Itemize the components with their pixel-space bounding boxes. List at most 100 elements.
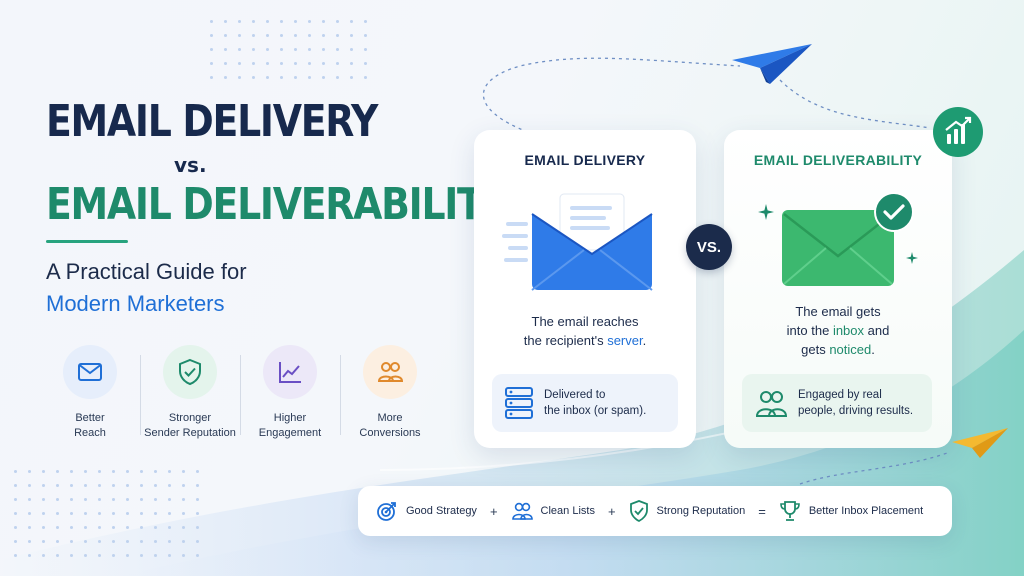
dot [70, 554, 73, 557]
dot [98, 554, 101, 557]
formula-bar: Good Strategy + Clean Lists + Strong Rep… [358, 486, 952, 536]
mail-icon [78, 363, 102, 381]
dot [168, 526, 171, 529]
dot [56, 526, 59, 529]
dot [56, 498, 59, 501]
dot [252, 48, 255, 51]
dot [182, 554, 185, 557]
dot [308, 62, 311, 65]
dot [196, 526, 199, 529]
dot [126, 512, 129, 515]
dot [252, 34, 255, 37]
dot [14, 484, 17, 487]
dot [140, 540, 143, 543]
dot [252, 62, 255, 65]
dot [28, 512, 31, 515]
dot [84, 512, 87, 515]
paper-plane-icon [952, 428, 1008, 458]
dot [14, 512, 17, 515]
dot [322, 48, 325, 51]
dot [252, 20, 255, 23]
dot [126, 498, 129, 501]
dot [182, 498, 185, 501]
dot [280, 34, 283, 37]
dot [28, 526, 31, 529]
dot [168, 498, 171, 501]
dot [266, 62, 269, 65]
dot [112, 498, 115, 501]
people-icon [377, 362, 404, 382]
card-title: EMAIL DELIVERABILITY [753, 152, 923, 168]
dot [308, 20, 311, 23]
dot [56, 470, 59, 473]
vs-badge: VS. [686, 224, 732, 270]
people-icon [511, 502, 533, 520]
dot [42, 498, 45, 501]
check-badge-icon [874, 192, 914, 232]
card-description: The email gets into the inbox and gets n… [786, 304, 890, 357]
dot [322, 76, 325, 79]
hero-section: EMAIL DELIVERY vs. EMAIL DELIVERABILITY … [46, 96, 509, 317]
dot [14, 498, 17, 501]
dot [70, 498, 73, 501]
server-icon [505, 387, 533, 419]
dot [140, 484, 143, 487]
dot [28, 554, 31, 557]
dot [364, 76, 367, 79]
dot [154, 512, 157, 515]
dot [322, 62, 325, 65]
dot [84, 484, 87, 487]
envelope-icon [502, 193, 653, 291]
trophy-icon [780, 501, 800, 521]
dot [70, 512, 73, 515]
dot [126, 470, 129, 473]
dot [154, 554, 157, 557]
dot [238, 34, 241, 37]
dot [42, 540, 45, 543]
dot [224, 76, 227, 79]
dot [112, 512, 115, 515]
dot [98, 512, 101, 515]
dot [238, 76, 241, 79]
dot [112, 484, 115, 487]
hero-title-delivery: EMAIL DELIVERY [46, 96, 378, 147]
dot [84, 554, 87, 557]
formula-item-reputation: Strong Reputation [629, 500, 745, 522]
dot [56, 540, 59, 543]
dot [308, 48, 311, 51]
dot [210, 34, 213, 37]
dot [336, 20, 339, 23]
dot [280, 20, 283, 23]
dot [14, 554, 17, 557]
dot [238, 20, 241, 23]
hero-title-deliverability: EMAIL DELIVERABILITY [46, 179, 509, 230]
dot [56, 554, 59, 557]
dot [70, 470, 73, 473]
benefit-icon-circle [363, 345, 417, 399]
dot [98, 526, 101, 529]
dot [98, 470, 101, 473]
dot [154, 526, 157, 529]
dot [266, 76, 269, 79]
dot [70, 526, 73, 529]
dot [182, 526, 185, 529]
dot [182, 540, 185, 543]
dot [350, 62, 353, 65]
dot [126, 526, 129, 529]
dot [336, 34, 339, 37]
dot [224, 62, 227, 65]
dot [196, 484, 199, 487]
dot [364, 20, 367, 23]
dot [28, 540, 31, 543]
formula-item-result: Better Inbox Placement [779, 500, 923, 522]
dot [280, 62, 283, 65]
equals-operator: = [758, 503, 766, 519]
dot [154, 470, 157, 473]
dot [168, 484, 171, 487]
dot [182, 470, 185, 473]
dot [210, 62, 213, 65]
